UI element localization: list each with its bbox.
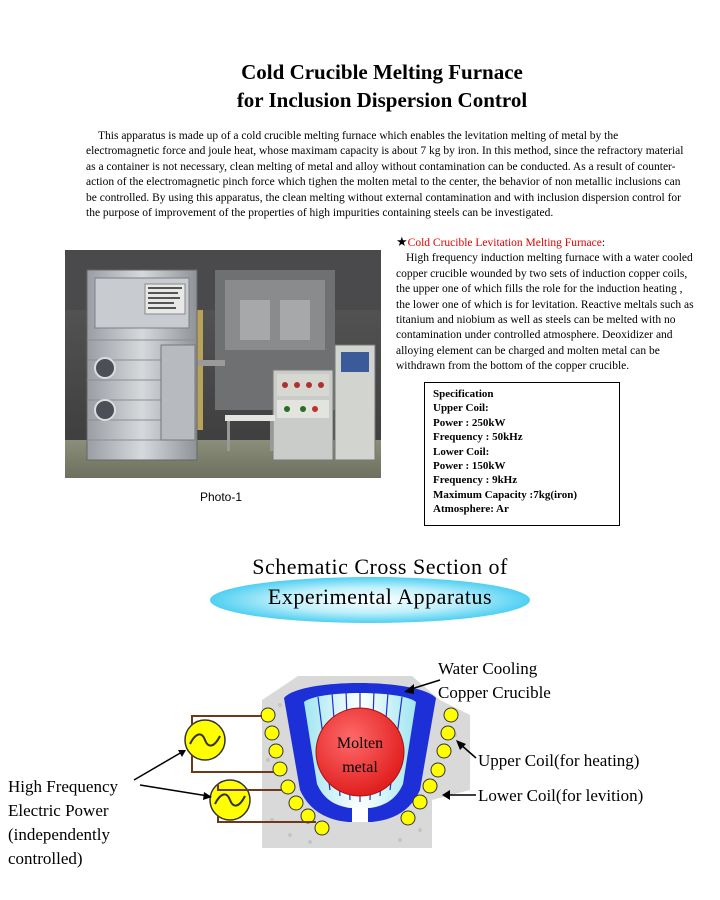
title-oval xyxy=(210,577,530,623)
clm-body: High frequency induction melting furnace… xyxy=(396,252,694,373)
furnace-photo xyxy=(65,250,381,478)
schematic-title-line-2: Experimental Apparatus xyxy=(267,584,493,609)
label-upper-coil: Upper Coil(for heating) xyxy=(478,751,639,770)
power-supply-lower xyxy=(209,779,251,821)
schematic-title-line-1: Schematic Cross Section of xyxy=(252,554,508,579)
spec-line: Upper Coil: xyxy=(433,402,489,415)
title-line-1: Cold Crucible Melting Furnace xyxy=(241,60,523,84)
clm-description: ★Cold Crucible Levitation Melting Furnac… xyxy=(396,234,696,375)
spec-line: Frequency : 9kHz xyxy=(433,474,518,487)
photo-caption: Photo-1 xyxy=(200,490,243,504)
label-crucible-1: Water Cooling xyxy=(438,659,538,678)
molten-label-2: metal xyxy=(342,759,378,776)
lower-coil xyxy=(280,762,446,836)
bottom-outlet xyxy=(352,808,368,822)
spec-line: Specification xyxy=(433,388,494,400)
label-power-3: (independently xyxy=(8,825,110,844)
spec-line: Frequency : 50kHz xyxy=(433,431,523,444)
schematic-diagram: Molten metal Water Cooling Copper Crucib… xyxy=(8,659,643,868)
spec-line: Lower Coil: xyxy=(433,445,490,458)
arrow-power-upper xyxy=(133,751,183,781)
arrow-power-lower xyxy=(139,784,209,797)
label-power-4: controlled) xyxy=(8,849,83,868)
spec-line: Maximum Capacity :7kg(iron) xyxy=(433,488,578,501)
label-lower-coil: Lower Coil(for levition) xyxy=(478,786,643,805)
molten-metal xyxy=(315,707,405,797)
intro-paragraph: This apparatus is made up of a cold cruc… xyxy=(86,130,684,220)
star-icon: ★ xyxy=(396,234,408,249)
page-title: Cold Crucible Melting Furnace for Inclus… xyxy=(0,58,720,114)
clm-colon: : xyxy=(601,237,606,249)
upper-coil xyxy=(260,707,459,777)
power-wires xyxy=(191,715,316,823)
specification-box: Specification Upper Coil: Power : 250kW … xyxy=(424,382,620,526)
spec-line: Atmosphere: Ar xyxy=(433,503,509,516)
title-line-2: for Inclusion Dispersion Control xyxy=(236,88,528,112)
schematic-title: Schematic Cross Section of Experimental … xyxy=(0,552,720,612)
spec-line: Power : 250kW xyxy=(433,416,506,429)
clm-heading: Cold Crucible Levitation Melting Furnace xyxy=(407,237,602,249)
label-power-1: High Frequency xyxy=(8,777,119,796)
label-crucible-2: Copper Crucible xyxy=(438,683,551,702)
molten-label-1: Molten xyxy=(337,735,383,752)
spec-line: Power : 150kW xyxy=(433,460,506,473)
label-power-2: Electric Power xyxy=(8,801,109,820)
power-supply-upper xyxy=(184,719,226,761)
